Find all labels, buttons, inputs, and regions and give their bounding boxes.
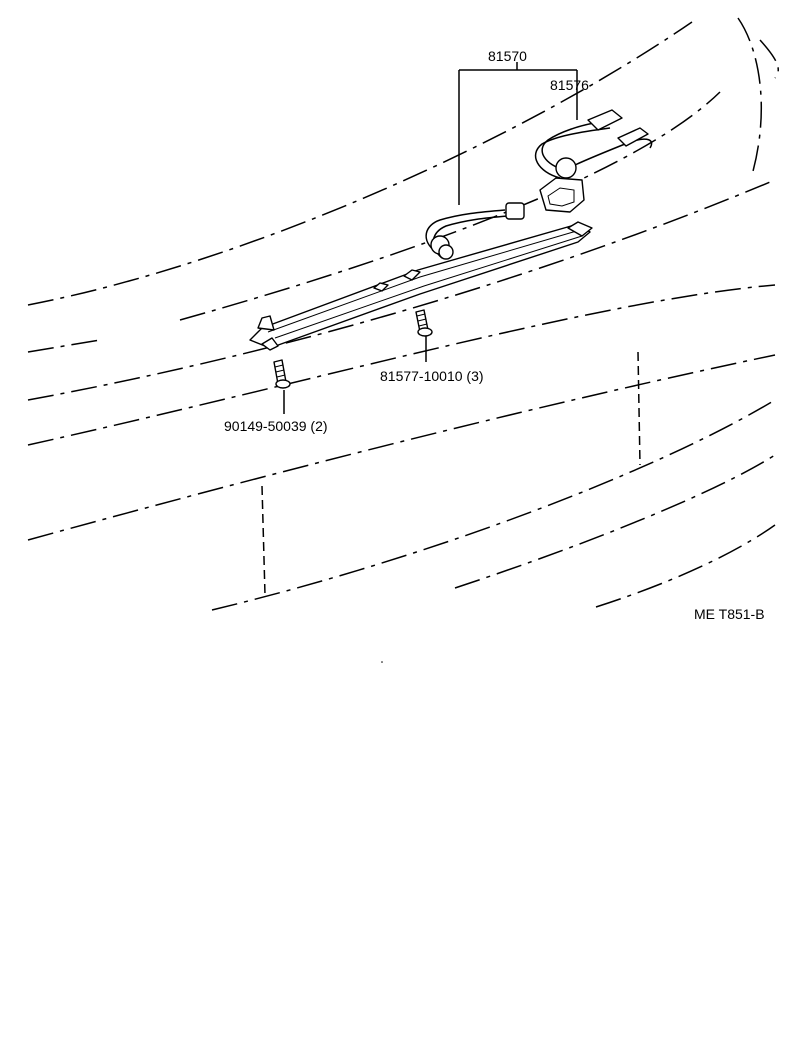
outline-curve xyxy=(27,354,776,541)
outline-curve xyxy=(179,91,721,321)
screw-right xyxy=(415,309,433,337)
outline-curve xyxy=(211,399,776,611)
lamp-end-bracket xyxy=(567,221,593,237)
screw-head xyxy=(417,327,433,337)
lamp-mount-tab xyxy=(403,269,421,281)
outline-curve xyxy=(27,284,776,446)
harness-connector xyxy=(505,202,525,220)
socket-connector xyxy=(617,127,649,147)
screw-left xyxy=(273,359,291,389)
outline-curve xyxy=(595,524,776,608)
lamp-end-bracket xyxy=(261,337,279,351)
outline-curve xyxy=(759,39,779,79)
socket-grommet xyxy=(555,157,577,179)
screw-head xyxy=(275,379,291,389)
outline-curve xyxy=(737,17,763,176)
screw-thread xyxy=(416,313,428,327)
label-screw-right: 81577-10010 (3) xyxy=(380,368,484,384)
outline-curve xyxy=(27,21,693,306)
outline-curve xyxy=(27,339,101,353)
lamp-lens-edge xyxy=(274,235,583,339)
socket-connector xyxy=(587,109,623,131)
lamp-mount-tab xyxy=(373,282,389,292)
section-line xyxy=(261,485,266,596)
label-socket: 81576 xyxy=(550,77,589,93)
section-line xyxy=(637,351,641,466)
socket-wire xyxy=(574,138,653,166)
socket-wire xyxy=(534,127,611,179)
figure-code: ME T851-B xyxy=(694,606,765,622)
bulb-socket-detail xyxy=(547,187,575,207)
body-panel-outline xyxy=(27,17,779,611)
socket-wire xyxy=(541,121,601,171)
bulb-wire-harness xyxy=(425,202,525,260)
outline-curve xyxy=(27,179,776,401)
leader-lines xyxy=(283,62,578,414)
bulb-socket xyxy=(539,177,585,213)
label-assembly: 81570 xyxy=(488,48,527,64)
harness-grommet xyxy=(438,244,454,260)
screw-thread xyxy=(274,364,286,378)
label-screw-left: 90149-50039 (2) xyxy=(224,418,328,434)
outline-curve xyxy=(454,454,776,589)
lamp-lens-edge xyxy=(267,229,581,333)
harness-wire xyxy=(425,209,506,253)
socket-wire-assembly xyxy=(534,109,653,213)
lamp-end-bracket xyxy=(257,315,275,331)
stray-dot xyxy=(381,661,383,663)
stop-lamp-housing xyxy=(249,221,593,351)
